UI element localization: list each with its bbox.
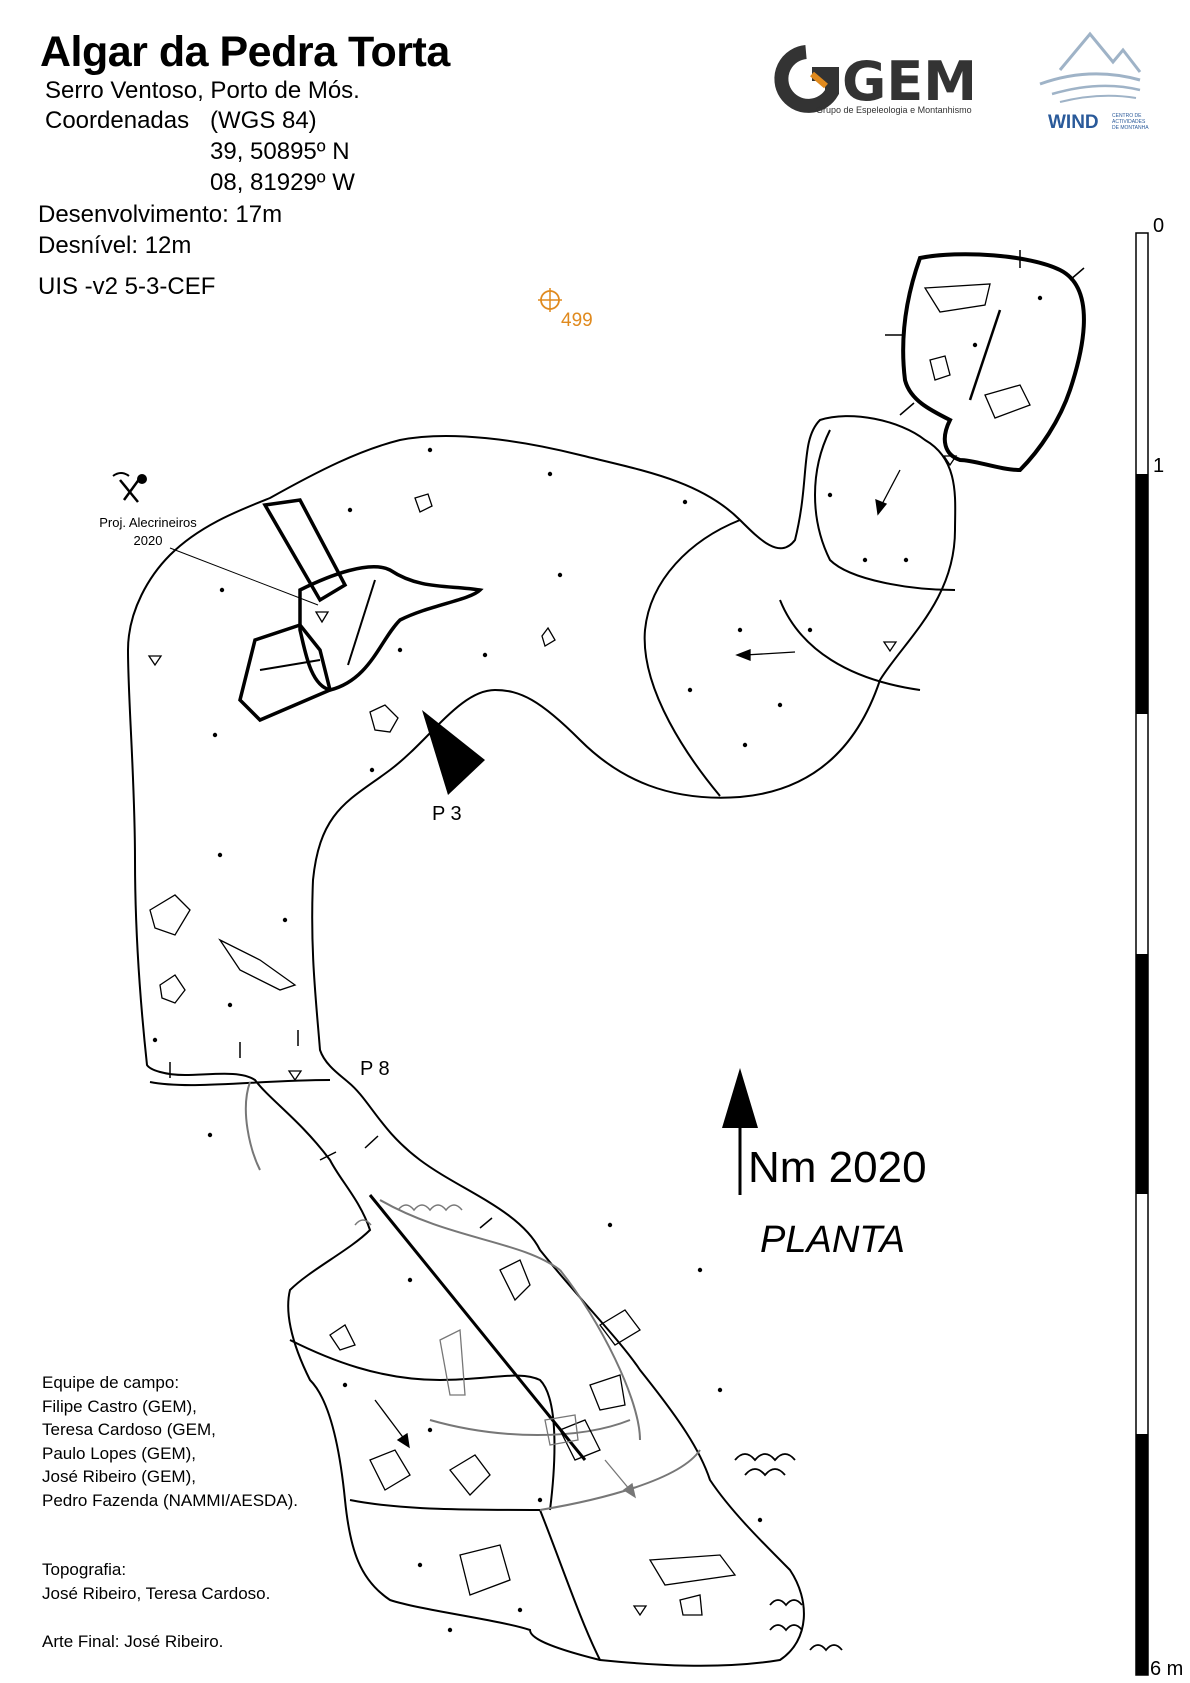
topography-block: Topografia: José Ribeiro, Teresa Cardoso…	[42, 1558, 270, 1605]
development-text: Desenvolvimento: 17m	[38, 201, 283, 228]
team-title: Equipe de campo:	[42, 1373, 180, 1392]
project-leader-line	[169, 547, 319, 606]
upper-chamber-outline	[901, 252, 1086, 473]
elevation-marker: 499	[538, 288, 593, 331]
view-label: PLANTA	[760, 1219, 905, 1261]
location-text: Serro Ventoso, Porto de Mós.	[45, 77, 360, 104]
flow-arrows	[374, 469, 901, 1499]
final-art-credit: Arte Final: José Ribeiro.	[42, 1632, 224, 1651]
team-member: José Ribeiro (GEM),	[42, 1467, 196, 1486]
scallop-marks	[734, 1453, 843, 1652]
pitch-p3-label: P 3	[432, 803, 462, 825]
team-member: Paulo Lopes (GEM),	[42, 1443, 197, 1463]
topography-title: Topografia:	[42, 1560, 127, 1579]
dig-area-outline	[238, 498, 484, 723]
uis-grade-text: UIS -v2 5-3-CEF	[38, 273, 216, 300]
main-passage-outline	[126, 415, 957, 1667]
arrow-head-icon	[396, 1432, 410, 1449]
north-arrow-icon	[722, 1068, 758, 1128]
datum-text: (WGS 84)	[210, 107, 317, 134]
gem-logo-text: GEM	[842, 50, 977, 113]
pitch-p8-label: P 8	[360, 1058, 390, 1080]
depth-text: Desnível: 12m	[38, 232, 192, 259]
arrow-head-icon	[735, 649, 751, 661]
arrow-head-icon	[622, 1482, 636, 1499]
floor-dots	[152, 295, 1043, 1633]
coordinates-label: Coordenadas	[45, 107, 190, 134]
team-member: Pedro Fazenda (NAMMI/AESDA).	[42, 1490, 299, 1510]
topography-authors: José Ribeiro, Teresa Cardoso.	[42, 1583, 271, 1603]
credits-block: Equipe de campo: Filipe Castro (GEM), Te…	[42, 1371, 298, 1512]
scale-bar: 0 1 6 m	[1135, 215, 1183, 1680]
arrow-head-icon	[875, 498, 888, 516]
scale-label-mid: 1	[1153, 455, 1164, 477]
scale-label-bottom: 6 m	[1150, 1658, 1183, 1680]
north-label: Nm 2020	[748, 1143, 927, 1192]
svg-text:ACTIVIDADES: ACTIVIDADES	[1112, 119, 1146, 125]
longitude-text: 08, 81929º W	[210, 169, 355, 196]
gem-logo-subtitle: Grupo de Espeleologia e Montanhismo	[816, 105, 972, 115]
gem-logo-accent	[810, 71, 828, 89]
north-arrow	[722, 1068, 758, 1195]
wind-swoosh-icon	[1039, 72, 1141, 86]
latitude-text: 39, 50895º N	[210, 138, 350, 165]
wind-logo-text: WIND	[1048, 112, 1099, 133]
map-title: Algar da Pedra Torta	[40, 28, 450, 76]
wind-mountain-icon	[1058, 31, 1142, 73]
project-label-line2: 2020	[134, 533, 163, 548]
gem-logo-g-ring	[774, 45, 839, 113]
boulder-symbols	[149, 283, 1031, 1616]
pitch-p3-symbol	[422, 710, 485, 795]
cave-outline	[126, 415, 957, 1667]
scale-label-top: 0	[1153, 215, 1164, 237]
gem-logo: GEM Grupo de Espeleologia e Montanhismo	[774, 45, 977, 115]
wind-logo: WIND CENTRO DE ACTIVIDADES DE MONTANHA	[1039, 31, 1149, 133]
svg-text:CENTRO DE: CENTRO DE	[1112, 113, 1142, 119]
survey-station-symbols	[147, 455, 958, 1617]
svg-text:DE MONTANHA: DE MONTANHA	[1112, 125, 1149, 131]
team-member: Teresa Cardoso (GEM,	[42, 1420, 216, 1439]
pickaxe-icon	[112, 472, 147, 503]
team-member: Filipe Castro (GEM),	[42, 1396, 197, 1416]
project-label-line1: Proj. Alecrineiros	[99, 515, 197, 530]
elevation-label: 499	[561, 310, 593, 331]
